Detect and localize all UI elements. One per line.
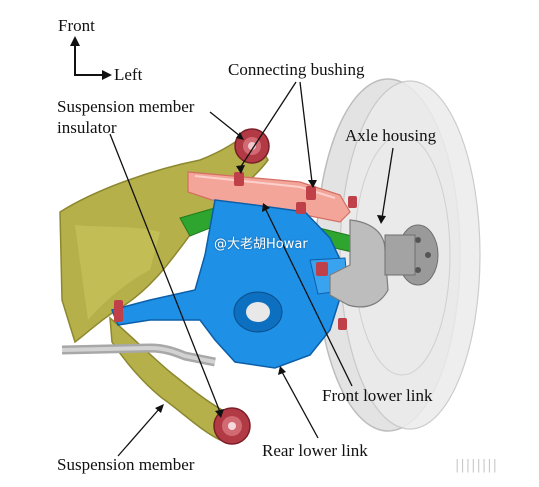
suspension-member-insulator-label-line2: insulator [57,118,117,137]
insulator-bushing-bottom [213,407,251,445]
stabilizer-bar [61,343,216,367]
connecting-bushing-label: Connecting bushing [228,60,365,79]
leader-lines [109,81,394,457]
front-lower-link-label: Front lower link [322,386,433,405]
rear-lower-link-label: Rear lower link [262,441,368,460]
orientation-arrows [70,36,112,80]
watermark-text: @大老胡Howar [214,237,308,252]
bushing-5 [316,262,328,276]
bushing-4 [114,300,123,322]
suspension-member-insulator-label-line1: Suspension member [57,97,195,116]
front-label: Front [58,16,95,35]
bushing-6 [338,318,347,330]
watermark-corner: |||||||| [455,458,499,473]
bushing-7 [348,196,357,208]
suspension-member-label: Suspension member [57,455,195,474]
bushing-3 [296,202,306,214]
axle-housing [329,219,416,308]
left-label: Left [114,65,143,84]
axle-housing-label: Axle housing [345,126,437,145]
bushing-1 [234,172,244,186]
bushing-2 [306,186,316,200]
